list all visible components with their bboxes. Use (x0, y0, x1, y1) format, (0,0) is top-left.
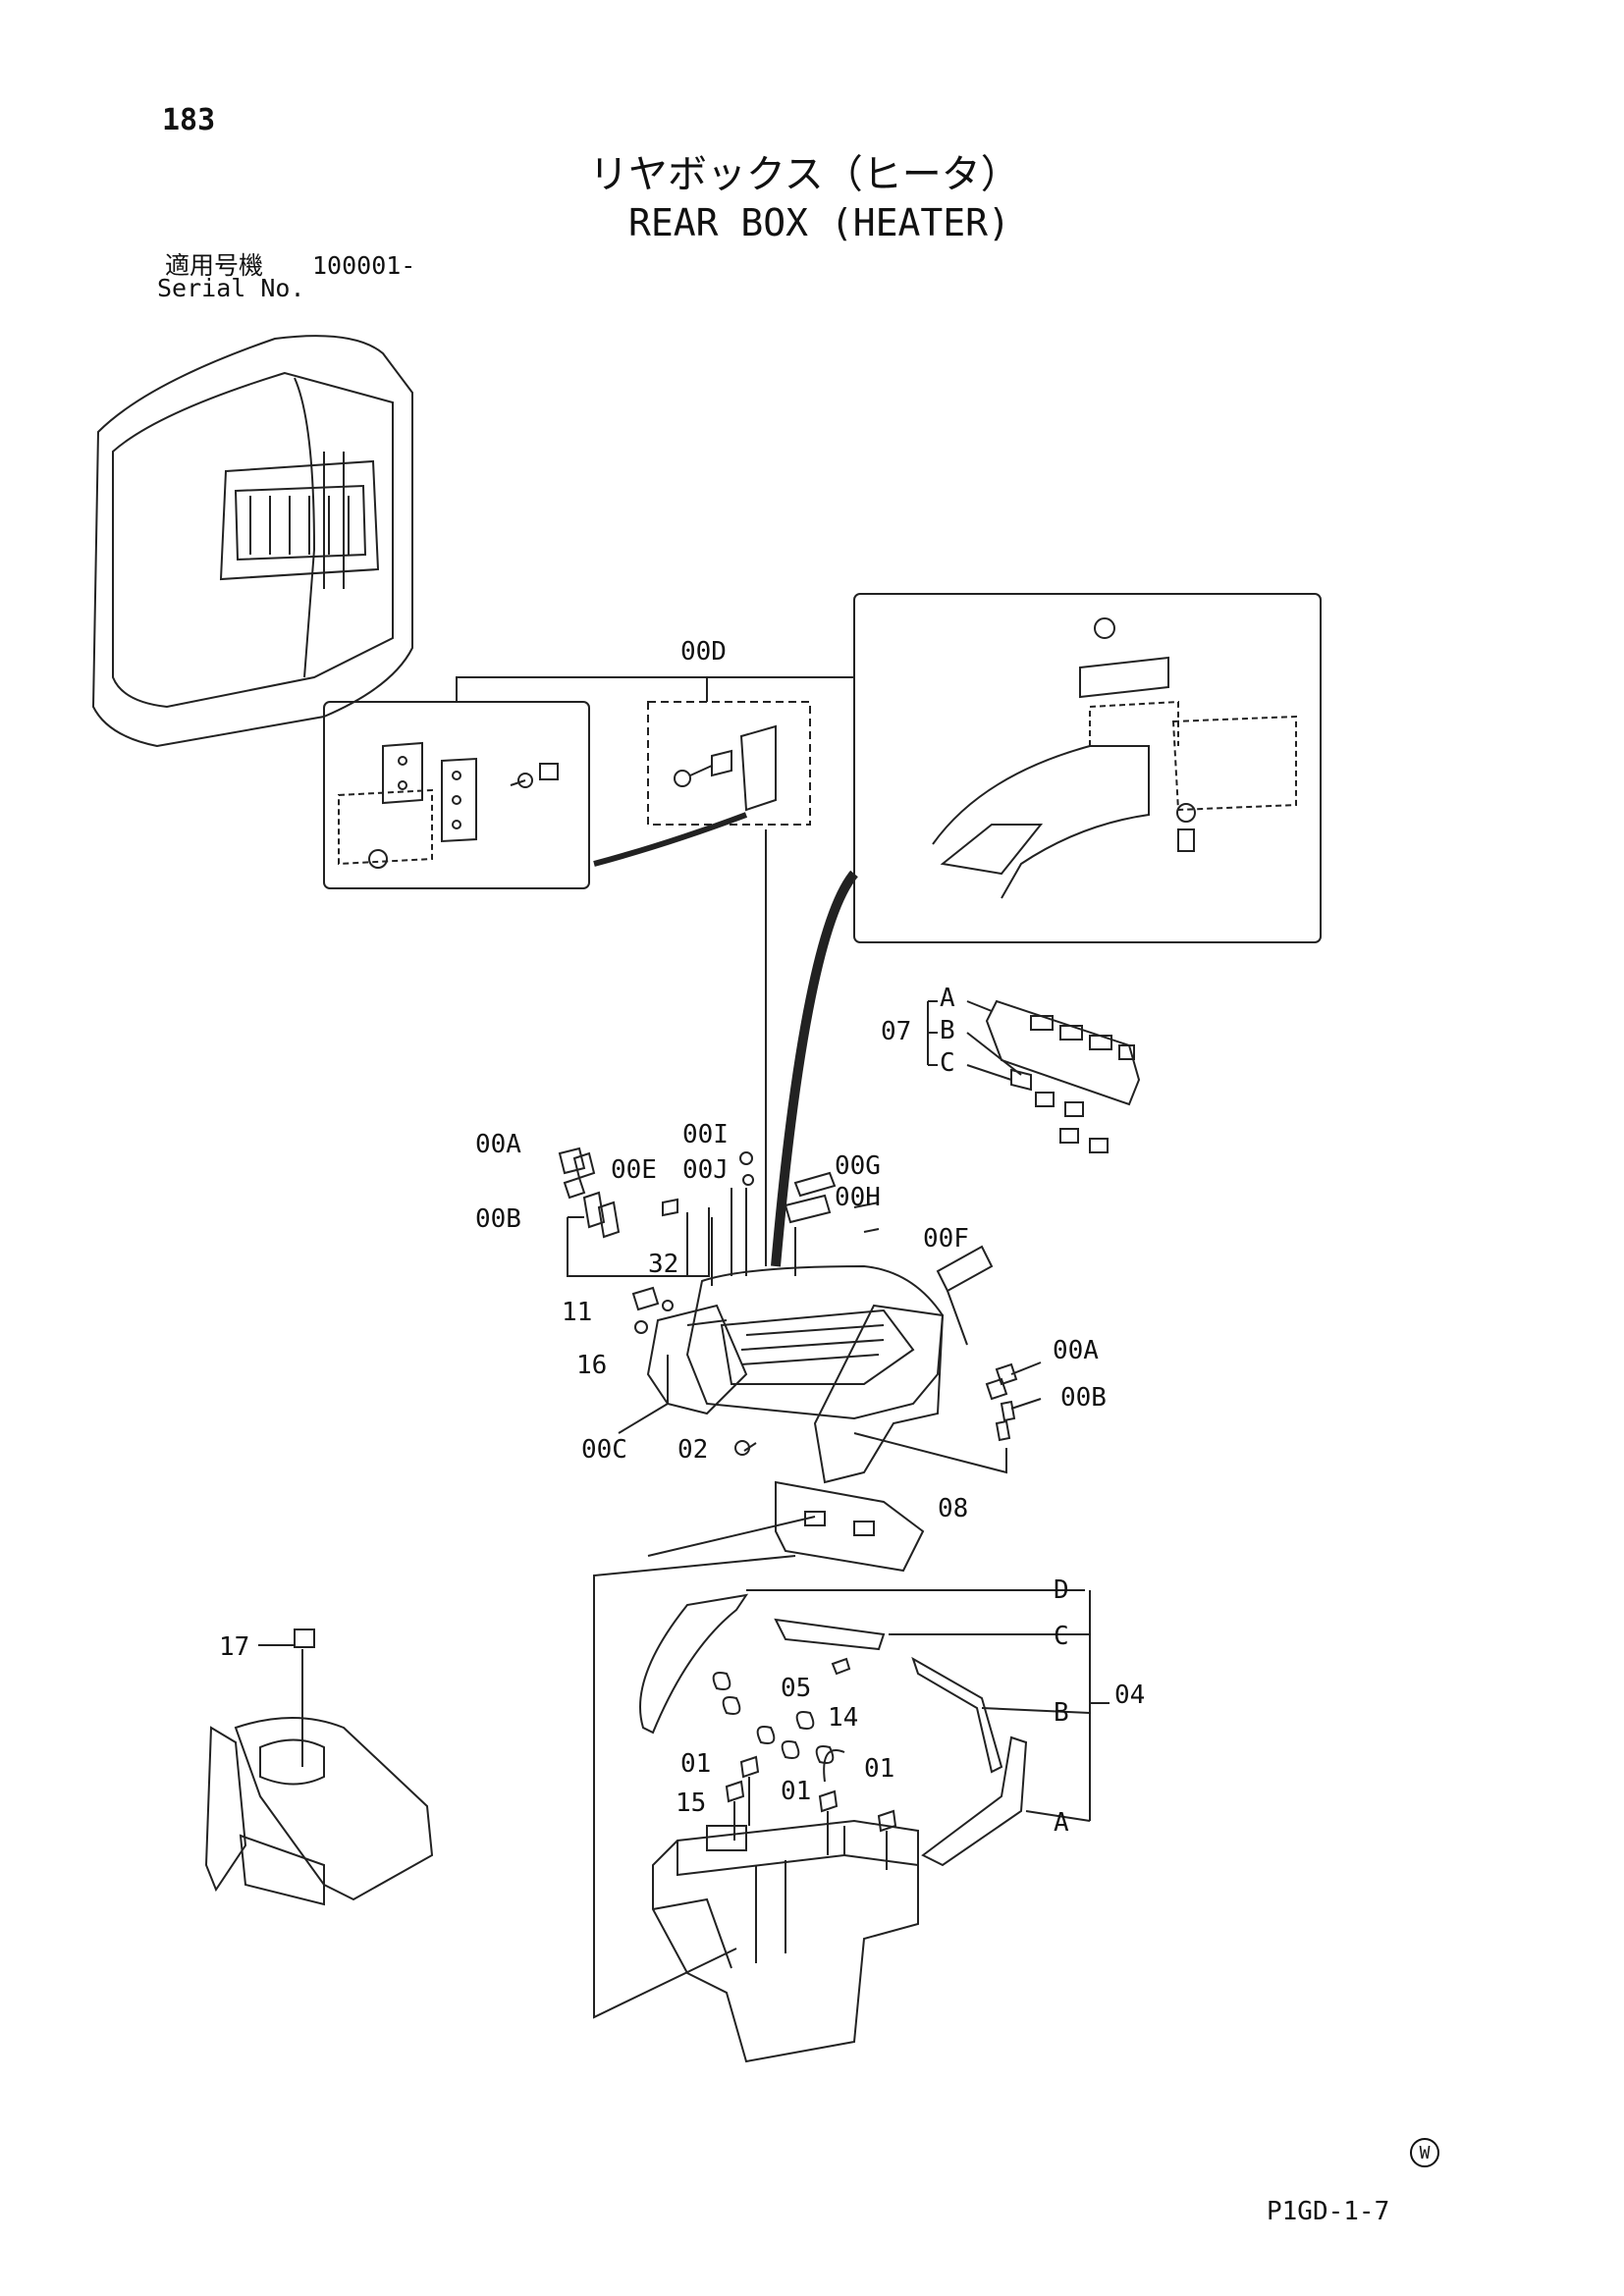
callout-02: 02 (677, 1435, 708, 1465)
clamps-drawing (712, 1657, 851, 1764)
callout-07-C: C (940, 1048, 955, 1078)
callout-00I: 00I (682, 1120, 729, 1149)
callout-05: 05 (781, 1674, 811, 1703)
callout-11: 11 (562, 1298, 592, 1327)
callout-00J: 00J (682, 1155, 729, 1185)
callout-04-C: C (1054, 1622, 1069, 1651)
rails-04-drawing (639, 1593, 1028, 1867)
callout-04-D: D (1054, 1575, 1069, 1605)
inset-box-dashed (647, 701, 811, 826)
callout-32: 32 (648, 1250, 678, 1279)
serial-label-japanese: 適用号機 (165, 251, 264, 280)
callout-07-A: A (940, 984, 955, 1013)
callout-04-B: B (1054, 1698, 1069, 1728)
callout-08: 08 (938, 1494, 968, 1523)
page-code: P1GD-1-7 (1267, 2197, 1390, 2226)
callout-00F: 00F (923, 1224, 969, 1254)
callout-15: 15 (676, 1789, 706, 1818)
w-mark-symbol: W (1410, 2138, 1439, 2167)
page-title-japanese: リヤボックス（ヒータ） (589, 152, 1020, 197)
page-title-english: REAR BOX (HEATER) (628, 201, 1010, 244)
callout-00C: 00C (581, 1435, 627, 1465)
callout-07: 07 (881, 1017, 911, 1046)
callout-00D: 00D (680, 637, 727, 667)
callout-00G: 00G (835, 1151, 881, 1181)
callout-00A-right: 00A (1053, 1336, 1099, 1365)
callout-16: 16 (576, 1351, 607, 1380)
callout-01-a: 01 (680, 1749, 711, 1779)
callout-04-A: A (1054, 1808, 1069, 1838)
serial-number-value: 100001- (312, 251, 416, 280)
callout-01-b: 01 (781, 1777, 811, 1806)
callout-17: 17 (219, 1632, 249, 1662)
callout-00H: 00H (835, 1183, 881, 1212)
callout-07-B: B (940, 1016, 955, 1045)
page-number: 183 (162, 103, 216, 137)
rear-box-drawing (646, 1264, 945, 1484)
callout-14: 14 (828, 1703, 858, 1733)
inset-right-drawing (932, 617, 1297, 899)
serial-label-english: Serial No. (157, 274, 305, 302)
inset-box-right (853, 593, 1322, 943)
callout-00B-left: 00B (475, 1204, 521, 1234)
callout-00A-left: 00A (475, 1130, 521, 1159)
inset-middle-drawing (674, 724, 777, 812)
callout-04: 04 (1114, 1681, 1145, 1710)
cab-overview-drawing (91, 335, 413, 748)
lower-frame-drawing (652, 1819, 919, 2063)
callout-01-c: 01 (864, 1754, 894, 1784)
bolts-drawing (725, 1749, 897, 1870)
callout-00E: 00E (611, 1155, 657, 1185)
inset-left-bracket-drawing (338, 741, 559, 869)
switch-panel-drawing (985, 999, 1141, 1153)
side-assembly-17-drawing (204, 1629, 434, 1906)
bracket-08-drawing (775, 1480, 925, 1573)
callout-00B-right: 00B (1060, 1383, 1107, 1413)
